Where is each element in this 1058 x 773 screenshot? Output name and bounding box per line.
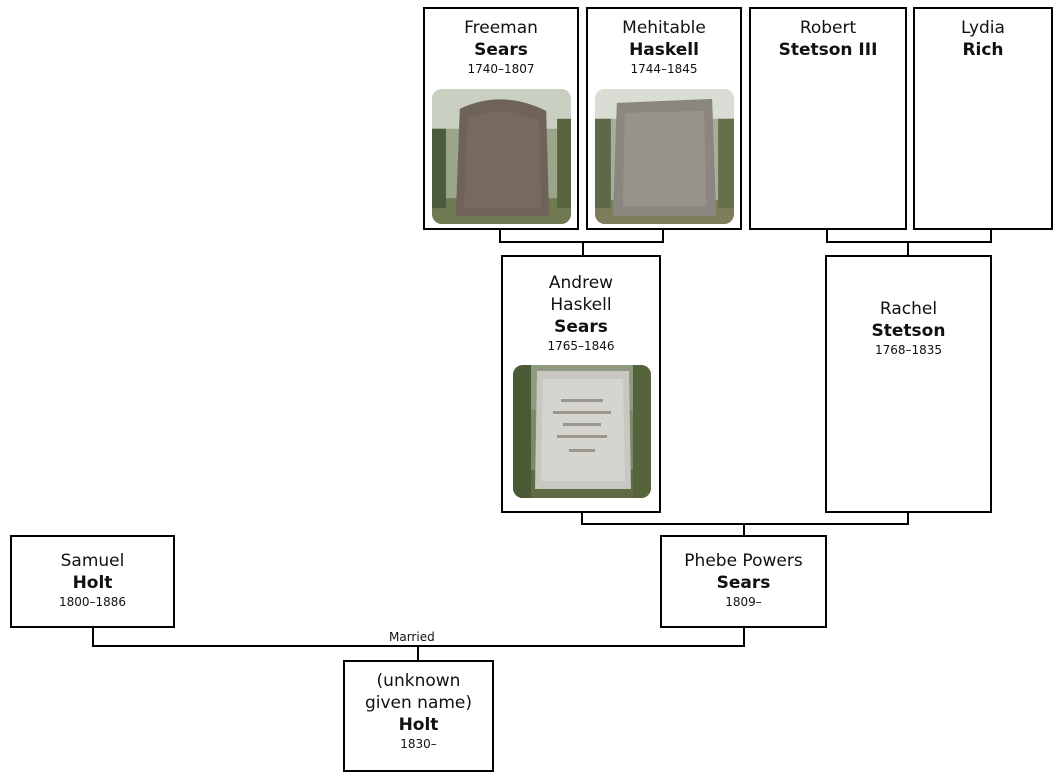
gravestone-photo bbox=[513, 365, 651, 498]
given-name: Phebe Powers bbox=[684, 551, 803, 571]
person-freeman-sears[interactable]: Freeman Sears 1740–1807 bbox=[423, 7, 579, 230]
person-robert-stetson[interactable]: Robert Stetson III bbox=[749, 7, 907, 230]
connector-line bbox=[743, 523, 745, 536]
connector-line bbox=[907, 241, 909, 256]
given-name: Lydia bbox=[961, 18, 1005, 38]
connector-line bbox=[826, 230, 828, 242]
life-dates: 1800–1886 bbox=[58, 595, 127, 609]
given-name: Samuel bbox=[60, 551, 125, 571]
surname: Sears bbox=[554, 317, 608, 337]
surname: Sears bbox=[716, 573, 771, 593]
child-line bbox=[417, 645, 419, 661]
given-name: Robert bbox=[799, 18, 857, 38]
person-samuel-holt[interactable]: Samuel Holt 1800–1886 bbox=[10, 535, 175, 628]
given-name: Rachel bbox=[879, 299, 938, 319]
given-name: Mehitable bbox=[622, 18, 706, 38]
life-dates: 1830– bbox=[400, 737, 437, 751]
connector-line bbox=[581, 513, 583, 525]
person-lydia-rich[interactable]: Lydia Rich bbox=[913, 7, 1053, 230]
life-dates: 1809– bbox=[725, 595, 762, 609]
connector-line bbox=[826, 241, 992, 243]
connector-line bbox=[499, 230, 501, 242]
person-unknown-holt[interactable]: (unknown given name) Holt 1830– bbox=[343, 660, 494, 772]
given-name-first: (unknown bbox=[376, 671, 461, 691]
married-label: Married bbox=[389, 630, 435, 644]
surname: Haskell bbox=[629, 40, 699, 60]
life-dates: 1740–1807 bbox=[467, 62, 535, 76]
surname: Holt bbox=[72, 573, 113, 593]
life-dates: 1765–1846 bbox=[547, 339, 615, 353]
person-mehitable-haskell[interactable]: Mehitable Haskell 1744–1845 bbox=[586, 7, 742, 230]
connector-line bbox=[499, 241, 664, 243]
connector-line bbox=[581, 523, 909, 525]
marriage-line bbox=[92, 628, 94, 647]
person-phebe-powers-sears[interactable]: Phebe Powers Sears 1809– bbox=[660, 535, 827, 628]
person-rachel-stetson[interactable]: Rachel Stetson 1768–1835 bbox=[825, 255, 992, 513]
given-name-first: Andrew bbox=[548, 273, 614, 293]
given-name-second: given name) bbox=[364, 693, 473, 713]
person-andrew-haskell-sears[interactable]: Andrew Haskell Sears 1765–1846 bbox=[501, 255, 661, 513]
surname: Sears bbox=[474, 40, 528, 60]
marriage-line bbox=[743, 628, 745, 647]
given-name-middle: Haskell bbox=[550, 295, 612, 315]
surname: Holt bbox=[398, 715, 439, 735]
given-name: Freeman bbox=[464, 18, 538, 38]
life-dates: 1768–1835 bbox=[874, 343, 943, 357]
gravestone-photo bbox=[432, 89, 571, 224]
connector-line bbox=[990, 230, 992, 242]
connector-line bbox=[662, 230, 664, 242]
surname: Stetson bbox=[871, 321, 946, 341]
surname: Stetson III bbox=[778, 40, 878, 60]
life-dates: 1744–1845 bbox=[630, 62, 698, 76]
connector-line bbox=[582, 241, 584, 256]
surname: Rich bbox=[962, 40, 1004, 60]
connector-line bbox=[907, 513, 909, 525]
gravestone-photo bbox=[595, 89, 734, 224]
